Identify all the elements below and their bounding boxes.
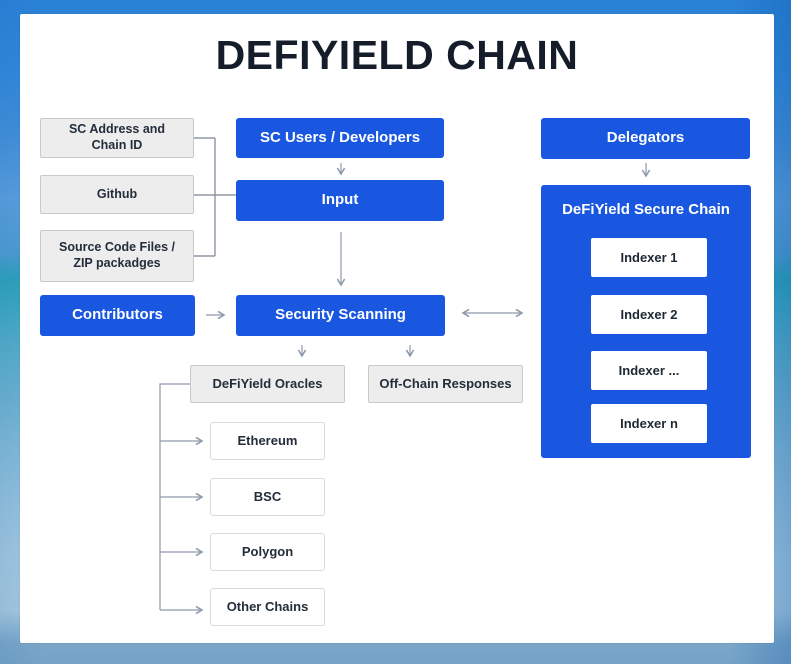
node-indexer-1: Indexer 1 <box>591 238 707 277</box>
node-chain-polygon: Polygon <box>210 533 325 571</box>
node-off-chain-responses: Off-Chain Responses <box>368 365 523 403</box>
page-title: DEFIYIELD CHAIN <box>215 32 579 78</box>
node-indexer-etc: Indexer ... <box>591 351 707 390</box>
node-defiyield-oracles: DeFiYield Oracles <box>190 365 345 403</box>
node-secure-chain-container: DeFiYield Secure Chain Indexer 1 Indexer… <box>541 185 751 458</box>
node-indexer-2: Indexer 2 <box>591 295 707 334</box>
node-sc-address-chain-id: SC Address and Chain ID <box>40 118 194 158</box>
node-contributors: Contributors <box>40 295 195 336</box>
connector-oracles-tree <box>159 383 190 610</box>
node-security-scanning: Security Scanning <box>236 295 445 336</box>
node-chain-other: Other Chains <box>210 588 325 626</box>
node-github: Github <box>40 175 194 214</box>
node-indexer-n: Indexer n <box>591 404 707 443</box>
connector-sources-to-input <box>194 137 236 257</box>
node-sc-users-developers: SC Users / Developers <box>236 118 444 158</box>
node-chain-ethereum: Ethereum <box>210 422 325 460</box>
node-input: Input <box>236 180 444 221</box>
secure-chain-title: DeFiYield Secure Chain <box>562 201 730 218</box>
node-delegators: Delegators <box>541 118 750 159</box>
node-chain-bsc: BSC <box>210 478 325 516</box>
diagram-card: DEFIYIELD CHAIN SC Address and Chain ID … <box>20 14 774 643</box>
node-source-code-files: Source Code Files / ZIP packadges <box>40 230 194 282</box>
